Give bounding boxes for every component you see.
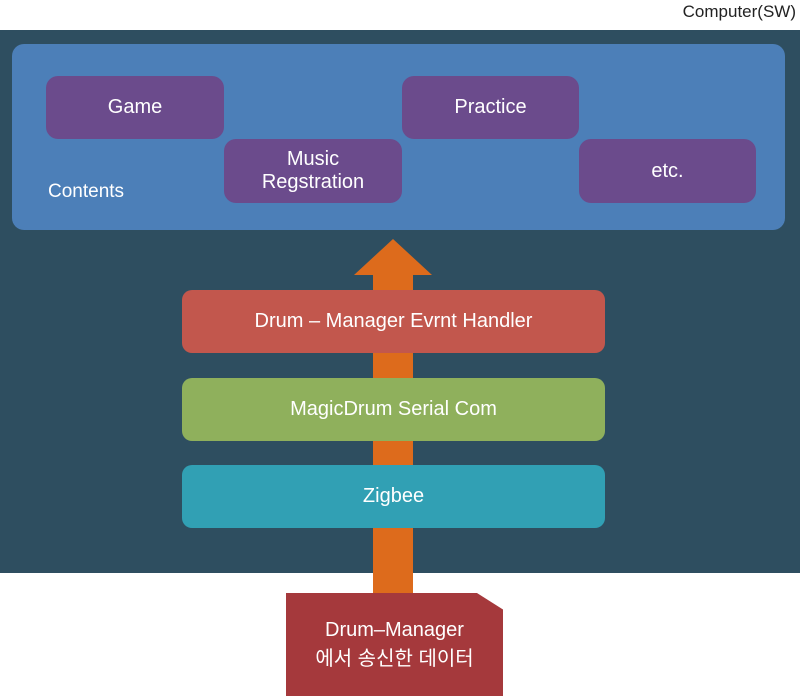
source-label-line1: Drum–Manager (325, 618, 464, 641)
event-handler-label: Drum – Manager Evrnt Handler (254, 310, 533, 332)
music-label-line1: Music (286, 148, 340, 170)
drum-manager-data-source: Drum–Manager 에서 송신한 데이터 (286, 593, 503, 696)
serial-com-layer: MagicDrum Serial Com (182, 378, 605, 441)
game-box: Game (46, 76, 224, 139)
practice-box: Practice (402, 76, 579, 139)
practice-label: Practice (454, 96, 527, 118)
computer-sw-title: Computer(SW) (682, 2, 796, 21)
game-label: Game (107, 96, 163, 118)
serial-com-label: MagicDrum Serial Com (290, 398, 497, 420)
etc-label: etc. (651, 159, 684, 182)
contents-label: Contents (48, 181, 125, 202)
music-registration-box: Music Regstration (224, 139, 402, 203)
zigbee-layer: Zigbee (182, 465, 605, 528)
event-handler-layer: Drum – Manager Evrnt Handler (182, 290, 605, 353)
music-label-line2: Regstration (261, 171, 365, 193)
etc-box: etc. (579, 139, 756, 203)
zigbee-label: Zigbee (362, 485, 425, 507)
source-label-line2: 에서 송신한 데이터 (315, 647, 474, 670)
